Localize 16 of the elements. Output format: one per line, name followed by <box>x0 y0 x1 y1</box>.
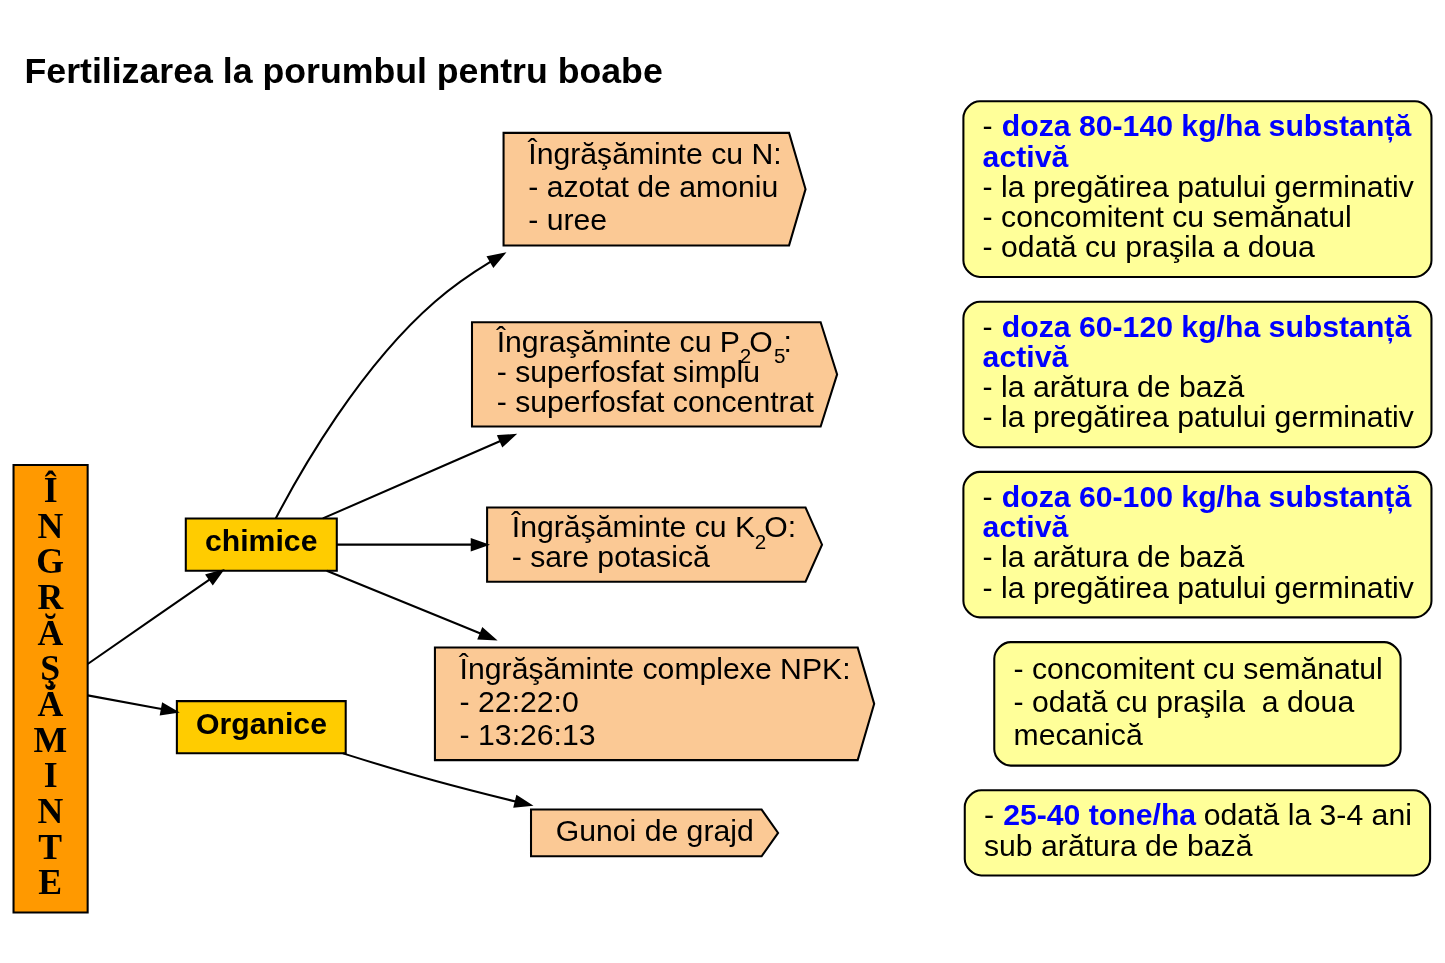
node-box: - doza 80-140 kg/ha substanță activă - la pregătirea patului germinativ - concomitent cu semănatul - odată cu praşila a doua <box>962 100 1433 278</box>
node-box: Organice <box>175 700 347 755</box>
node-box: - 25-40 tone/ha odată la 3-4 ani sub arătura de bază <box>963 789 1432 877</box>
arrow <box>274 252 507 519</box>
diagram-title: Fertilizarea la porumbul pentru boabe <box>24 51 663 92</box>
node-box: - doza 60-100 kg/ha substanță activă - la arătura de bază - la pregătirea patului germinativ <box>962 470 1433 619</box>
node-box: - doza 60-120 kg/ha substanță activă - la arătura de bază - la pregătirea patului germinativ <box>962 300 1433 449</box>
arrow <box>337 537 490 552</box>
arrow <box>87 694 180 716</box>
node-box: - concomitent cu semănatul - odată cu praşila a doua mecanică <box>993 641 1402 767</box>
node-box: ÎNGRĂŞĂMINTE <box>12 464 89 914</box>
arrow <box>322 433 518 520</box>
arrow <box>326 569 498 641</box>
arrow <box>87 569 225 665</box>
node-box: chimice <box>184 517 338 572</box>
arrow <box>342 752 534 808</box>
